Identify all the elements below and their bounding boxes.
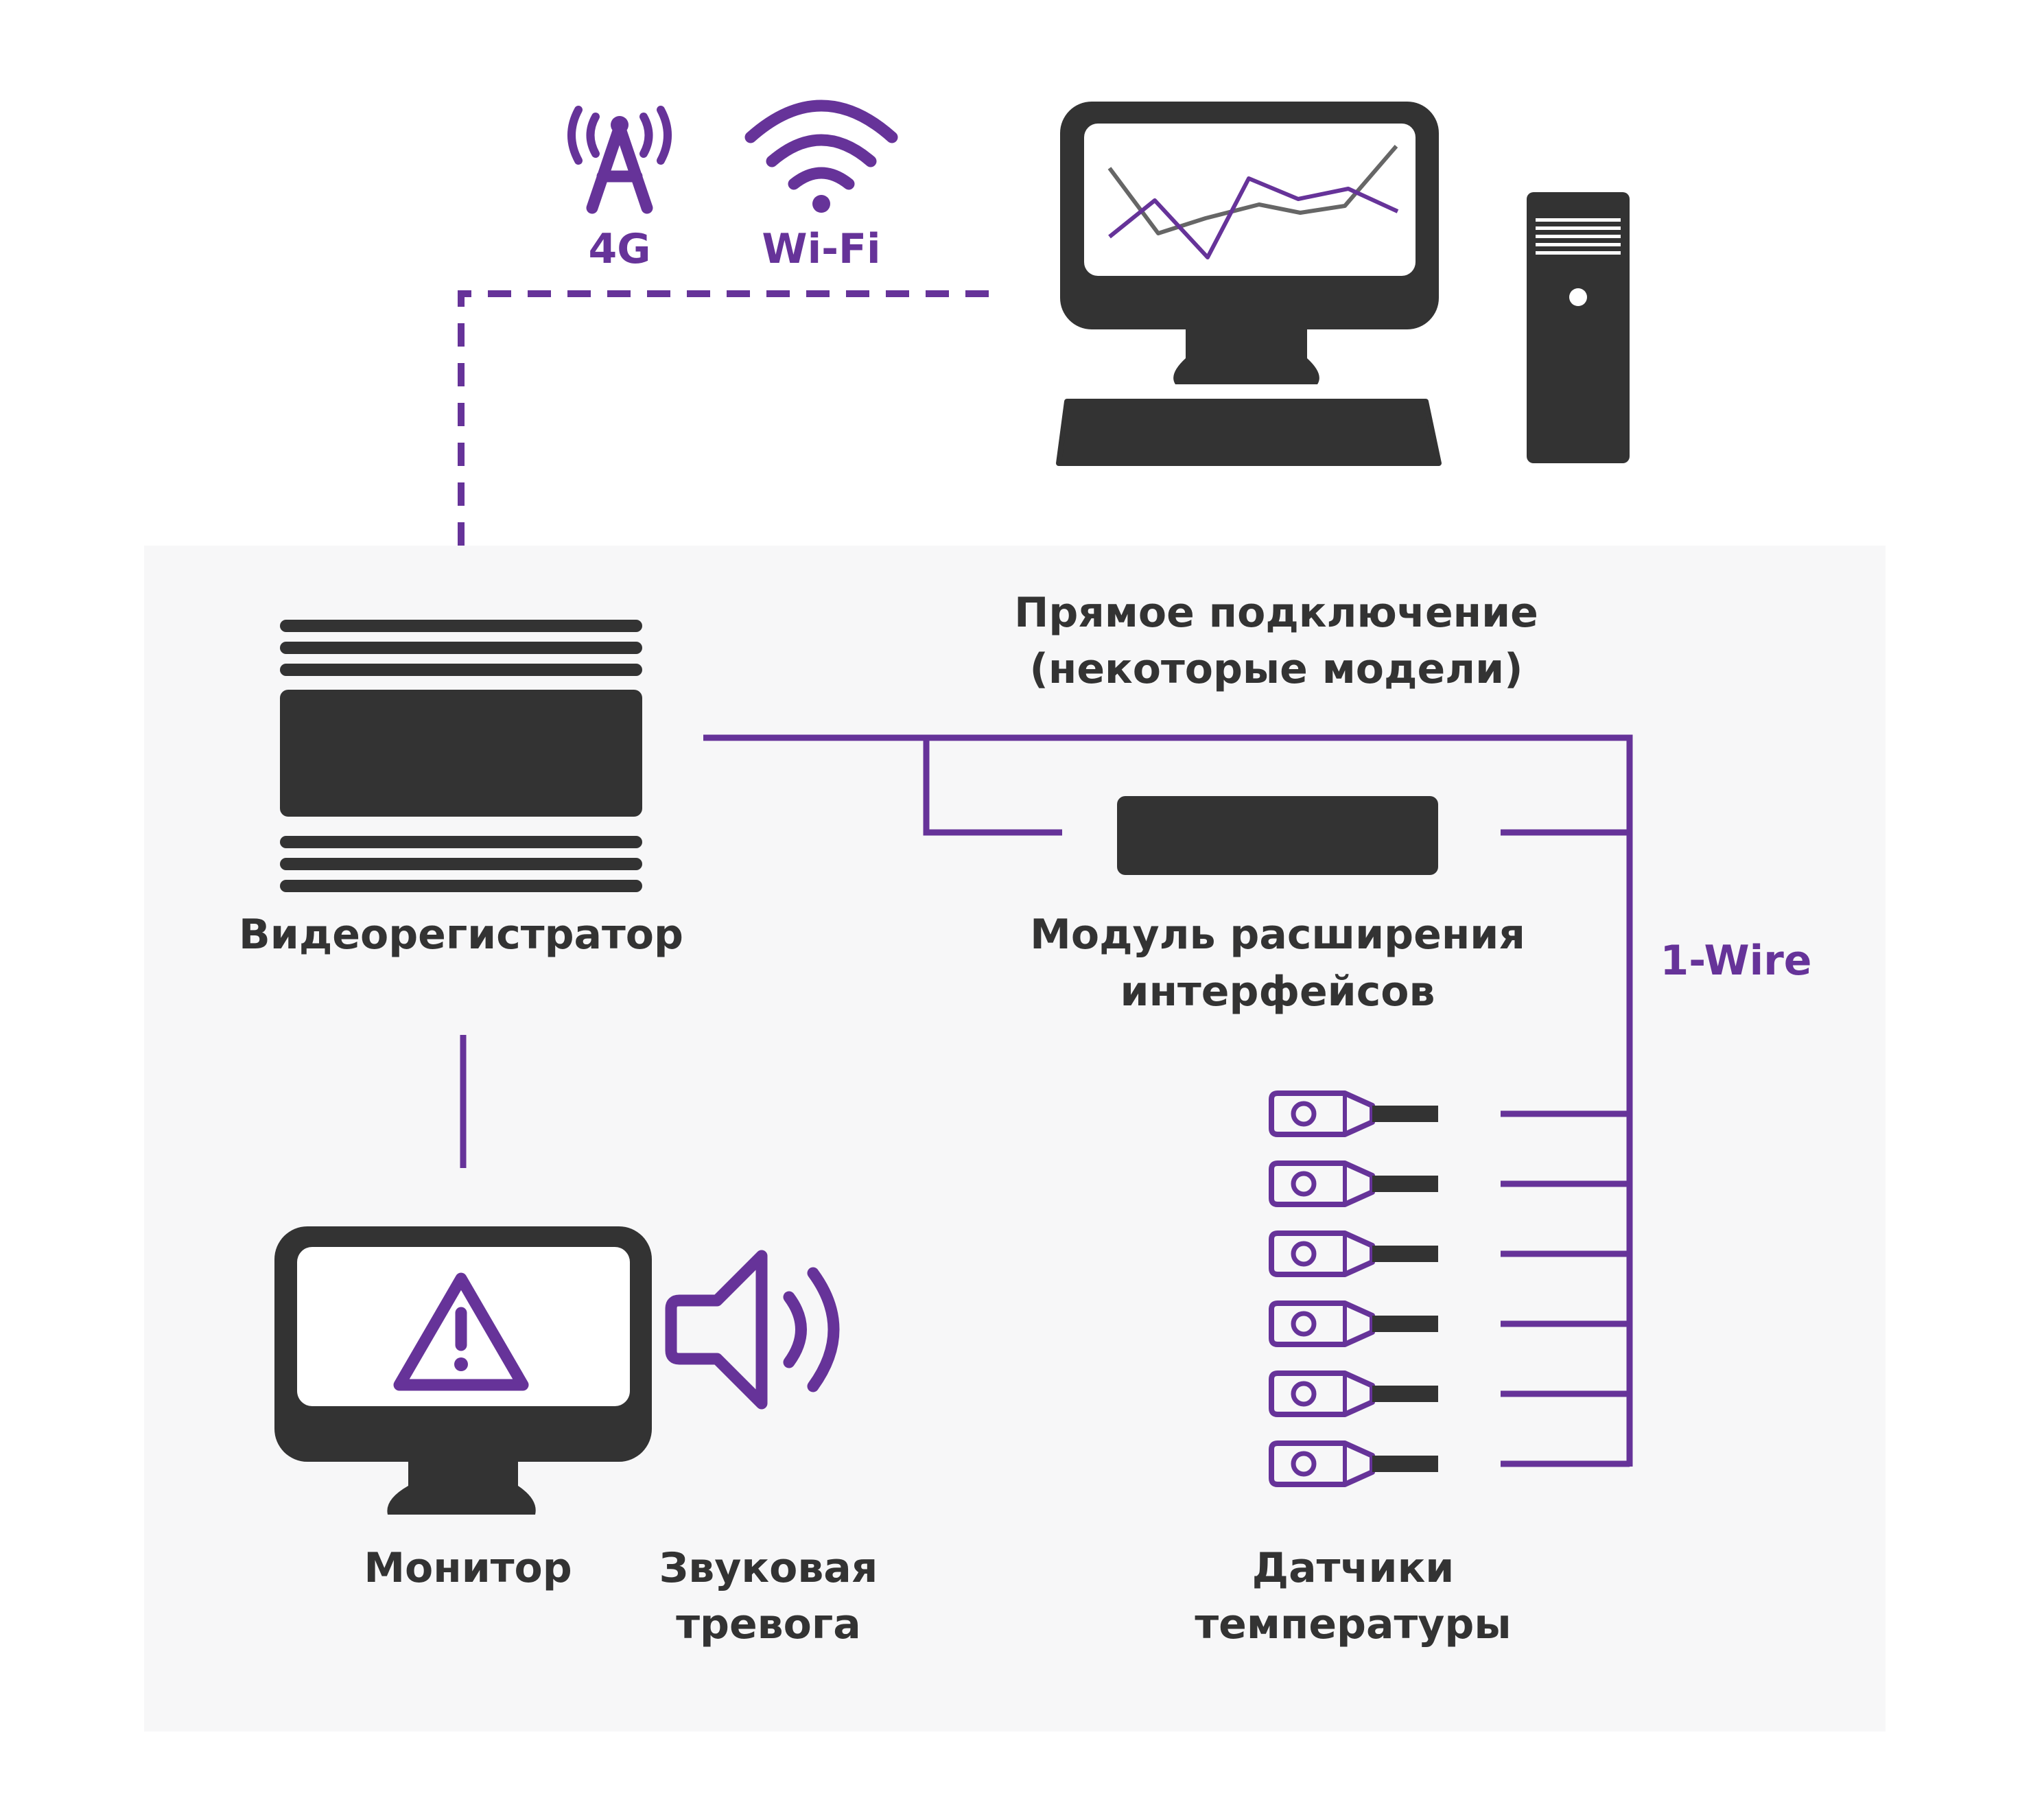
sensor-stack (1269, 1090, 1438, 1487)
sensors-line2: температуры (1195, 1600, 1511, 1648)
sensors-line1: Датчики (1252, 1544, 1455, 1592)
wireless-link-line (458, 290, 1003, 546)
direct-connection-line2: (некоторые модели) (1029, 645, 1523, 693)
temperature-probe-icon (1269, 1090, 1438, 1137)
monitor-label: Монитор (364, 1544, 572, 1592)
nvr-device-icon (280, 620, 642, 892)
temperature-probe-icon (1269, 1230, 1438, 1277)
warning-monitor-icon (274, 1226, 652, 1515)
expansion-module-line1: Модуль расширения (1030, 911, 1525, 959)
keyboard-icon (1056, 399, 1442, 466)
alarm-line2: тревога (676, 1600, 860, 1648)
monitor-chart-icon (1060, 102, 1439, 384)
one-wire-label: 1-Wire (1660, 937, 1812, 985)
expansion-module-icon (1117, 796, 1438, 875)
temperature-probe-icon (1269, 1370, 1438, 1417)
expansion-module-line2: интерфейсов (1120, 968, 1435, 1016)
lte-label: 4G (589, 225, 651, 273)
temperature-probe-icon (1269, 1440, 1438, 1487)
alarm-line1: Звуковая (659, 1544, 878, 1592)
speaker-icon (665, 1250, 840, 1410)
wifi-label: Wi-Fi (762, 225, 880, 273)
nvr-label: Видеорегистратор (239, 911, 683, 959)
wifi-icon (744, 100, 898, 213)
pc-tower-icon (1527, 192, 1630, 463)
temperature-probe-icon (1269, 1160, 1438, 1207)
temperature-probe-icon (1269, 1300, 1438, 1347)
direct-connection-line1: Прямое подключение (1014, 589, 1538, 637)
cell-tower-icon (567, 106, 672, 214)
one-wire-bus (703, 734, 1633, 1467)
